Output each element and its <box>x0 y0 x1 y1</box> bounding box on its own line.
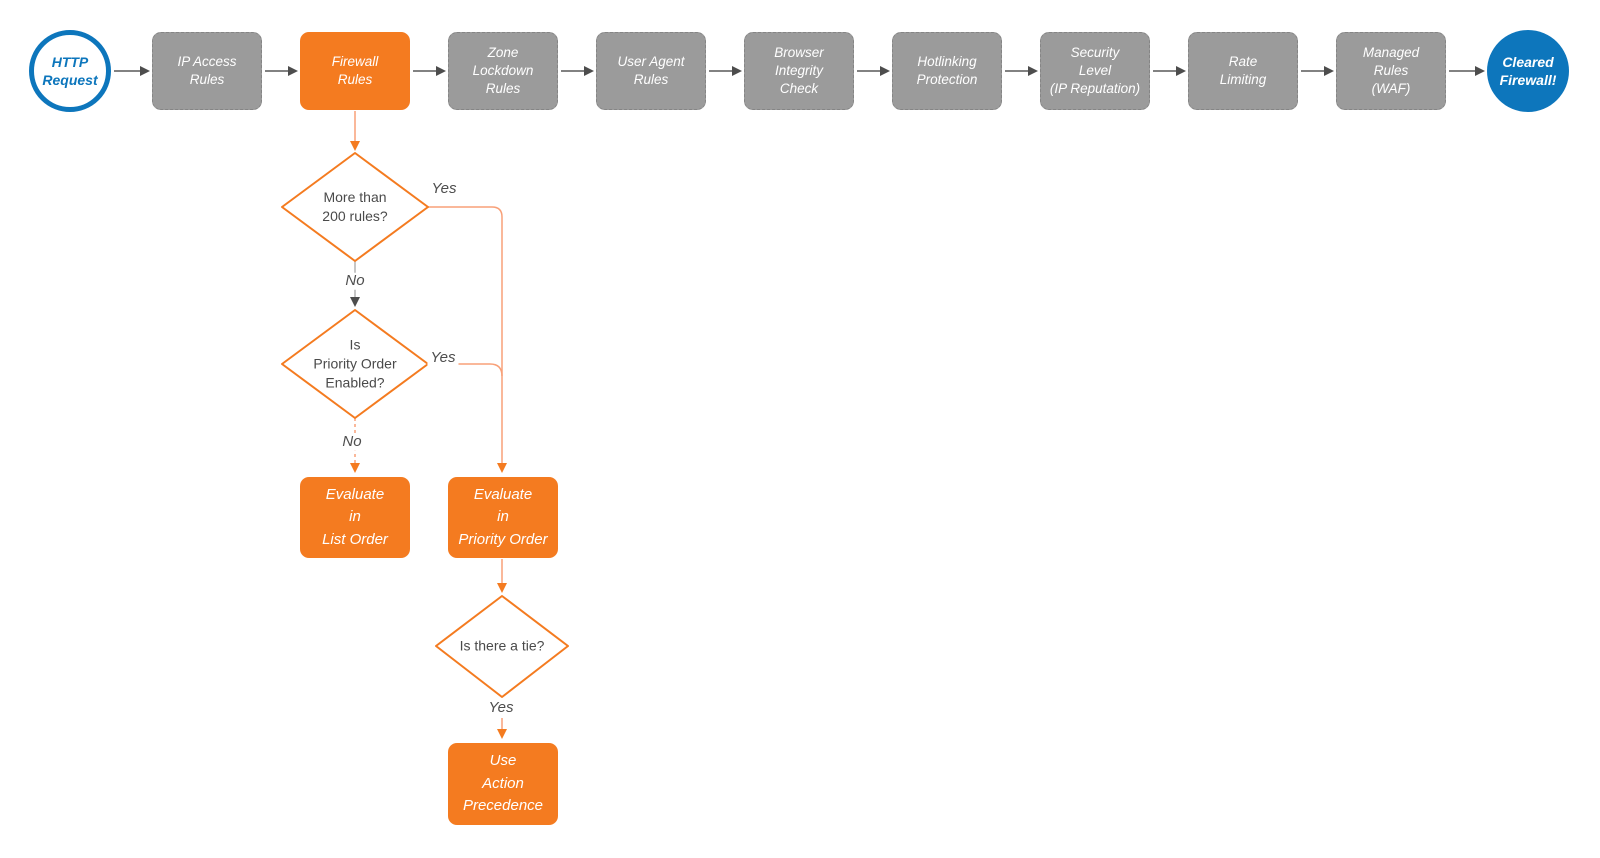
stage-rate-limiting: Rate Limiting <box>1188 32 1298 110</box>
action-label: Evaluate in List Order <box>322 485 388 548</box>
action-label: Evaluate in Priority Order <box>458 485 548 548</box>
stage-label: Browser Integrity Check <box>774 44 824 97</box>
action-evaluate-list-order: Evaluate in List Order <box>300 477 410 558</box>
decision1-label: More than 200 rules? <box>322 189 388 224</box>
start-node-http-request: HTTP Request <box>29 30 111 112</box>
stage-firewall-rules: Firewall Rules <box>300 32 410 110</box>
stage-security-level: Security Level (IP Reputation) <box>1040 32 1150 110</box>
decision1-no-label: No <box>342 272 368 290</box>
stage-label: IP Access Rules <box>177 53 237 87</box>
stage-browser-integrity-check: Browser Integrity Check <box>744 32 854 110</box>
action-use-action-precedence: Use Action Precedence <box>448 743 558 825</box>
end-node-cleared-firewall: Cleared Firewall! <box>1487 30 1569 112</box>
wire-decision1-yes <box>428 206 507 473</box>
stage-zone-lockdown-rules: Zone Lockdown Rules <box>448 32 558 110</box>
stage-label: Firewall Rules <box>331 53 379 87</box>
decision-shapes <box>281 152 569 698</box>
decision3-label: Is there a tie? <box>459 637 545 654</box>
decision2-no-label: No <box>339 433 365 451</box>
stage-managed-rules-waf: Managed Rules (WAF) <box>1336 32 1446 110</box>
action-label: Use Action Precedence <box>462 752 544 815</box>
stage-label: Zone Lockdown Rules <box>472 44 534 97</box>
stage-hotlinking-protection: Hotlinking Protection <box>892 32 1002 110</box>
stage-label: Hotlinking Protection <box>916 53 978 87</box>
decision1-diamond <box>281 152 429 262</box>
stage-label: User Agent Rules <box>617 53 685 87</box>
decision3-diamond <box>435 595 569 698</box>
stage-ip-access-rules: IP Access Rules <box>152 32 262 110</box>
decision-connectors <box>350 111 507 739</box>
end-node-label: Cleared Firewall! <box>1499 53 1557 88</box>
start-node-label: HTTP Request <box>42 53 98 88</box>
decision2-yes-label: Yes <box>427 349 459 367</box>
stage-user-agent-rules: User Agent Rules <box>596 32 706 110</box>
wire-decision2-yes <box>428 363 503 377</box>
decision2-diamond <box>281 309 429 419</box>
stage-label: Managed Rules (WAF) <box>1362 44 1420 97</box>
decision3-yes-label: Yes <box>485 699 517 717</box>
stage-label: Security Level (IP Reputation) <box>1049 44 1141 97</box>
stage-label: Rate Limiting <box>1219 53 1267 87</box>
decision1-yes-label: Yes <box>428 180 460 198</box>
decision2-label: Is Priority Order Enabled? <box>313 336 397 391</box>
action-evaluate-priority-order: Evaluate in Priority Order <box>448 477 558 558</box>
